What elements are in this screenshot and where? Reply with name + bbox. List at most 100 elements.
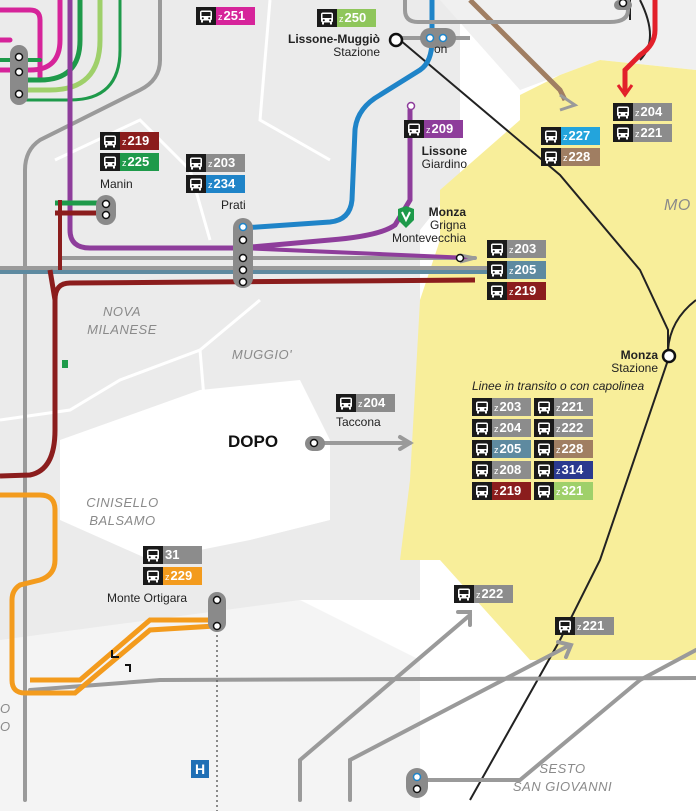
badges-manin: z219 z225 [100, 132, 159, 171]
bus-line-code: z219 [507, 282, 546, 300]
area-label: MILANESE [87, 322, 157, 337]
bus-icon [472, 461, 492, 479]
bus-line-badge[interactable]: z251 [196, 7, 255, 25]
bus-line-badge[interactable]: z228 [541, 148, 600, 166]
bus-line-code: z204 [492, 419, 531, 437]
bus-icon [534, 398, 554, 416]
bus-line-code: z204 [356, 394, 395, 412]
stop-lissone-muggio: Lissone-Muggiò Stazione [270, 33, 380, 59]
bus-icon [472, 482, 492, 500]
line-darkred [0, 277, 476, 479]
bus-line-badge[interactable]: z203 [487, 240, 546, 258]
hospital-icon: H [191, 760, 209, 778]
bus-line-badge[interactable]: 31 [143, 546, 202, 564]
stop-lissone-giardino: Lissone Giardino [405, 145, 467, 171]
bus-line-badge[interactable]: z219 [100, 132, 159, 150]
bus-line-badge[interactable]: z209 [404, 120, 463, 138]
bus-icon [317, 9, 337, 27]
bus-icon [143, 567, 163, 585]
bus-line-badge[interactable]: z204 [613, 103, 672, 121]
grey-zone-lower [0, 600, 420, 811]
bus-line-code: z209 [424, 120, 463, 138]
bus-line-badge[interactable]: z222 [534, 419, 593, 437]
bus-line-badge[interactable]: z227 [541, 127, 600, 145]
bus-line-code: z221 [633, 124, 672, 142]
badges-227-228: z227 z228 [541, 127, 600, 166]
stop-name: Monza [428, 205, 466, 219]
bus-line-badge[interactable]: z250 [317, 9, 376, 27]
bus-line-code: z221 [575, 617, 614, 635]
dopo-label: DOPO [228, 432, 279, 451]
bus-line-badge[interactable]: z205 [487, 261, 546, 279]
bus-line-badge[interactable]: z203 [472, 398, 531, 416]
bus-line-badge[interactable]: z221 [613, 124, 672, 142]
district-boundaries [0, 0, 331, 502]
bus-line-badge[interactable]: z234 [186, 175, 245, 193]
bus-icon [196, 7, 216, 25]
bus-line-badge[interactable]: z225 [100, 153, 159, 171]
bus-line-badge[interactable]: z219 [472, 482, 531, 500]
bus-icon [613, 103, 633, 121]
line-red [622, 0, 658, 92]
bus-line-badge[interactable]: z228 [534, 440, 593, 458]
bus-line-code: z205 [507, 261, 546, 279]
bus-line-code: z225 [120, 153, 159, 171]
stop-name: Monza [620, 348, 658, 362]
area-muggio: MUGGIO' [231, 347, 293, 362]
bus-icon [100, 153, 120, 171]
area-label: O [0, 719, 11, 734]
badges-taccona: z204 [336, 394, 395, 412]
monza-logo-icon [398, 206, 414, 228]
area-label: SESTO [539, 761, 586, 776]
area-sesto-san-giovanni: SESTO SAN GIOVANNI [505, 760, 620, 796]
area-partial-monza: MO [664, 197, 691, 214]
bus-line-code: z251 [216, 7, 255, 25]
bus-line-code: z250 [337, 9, 376, 27]
bus-line-code: z204 [633, 103, 672, 121]
stop-name: Lissone [421, 144, 467, 158]
bus-line-badge[interactable]: z221 [555, 617, 614, 635]
bus-icon [336, 394, 356, 412]
stop-subname: Giardino [421, 157, 467, 171]
bus-line-badge[interactable]: z203 [186, 154, 245, 172]
bus-line-code: z203 [507, 240, 546, 258]
bus-line-badge[interactable]: z219 [487, 282, 546, 300]
bus-line-badge[interactable]: z204 [472, 419, 531, 437]
stop-monza-grigna: Monza Grigna Montevecchia [378, 206, 466, 245]
orange-lines [0, 492, 216, 696]
bus-line-code: z219 [492, 482, 531, 500]
bus-line-code: z222 [554, 419, 593, 437]
area-label: NOVA [102, 304, 142, 319]
line-purple [67, 0, 413, 251]
bus-line-badge[interactable]: z321 [534, 482, 593, 500]
bus-icon [472, 419, 492, 437]
bus-icon [541, 148, 561, 166]
stop-subname: Stazione [333, 45, 380, 59]
stop-partial-top: on [434, 42, 448, 56]
bus-line-badge[interactable]: z229 [143, 567, 202, 585]
yellow-zone [400, 60, 696, 660]
bus-line-badge[interactable]: z204 [336, 394, 395, 412]
area-cinisello-balsamo: CINISELLO BALSAMO [75, 494, 170, 530]
bus-line-badge[interactable]: z205 [472, 440, 531, 458]
station-pills [10, 0, 677, 798]
bus-line-code: 31 [163, 546, 202, 564]
bus-line-code: z229 [163, 567, 202, 585]
bus-line-code: z203 [492, 398, 531, 416]
bus-line-code: z205 [492, 440, 531, 458]
bus-line-badge[interactable]: z222 [454, 585, 513, 603]
stop-taccona: Taccona [336, 415, 381, 429]
bus-icon [472, 398, 492, 416]
badges-251: z251 [196, 7, 255, 25]
bus-icon [555, 617, 575, 635]
area-label: CINISELLO [86, 495, 159, 510]
stop-subname: Stazione [611, 361, 658, 375]
bus-line-badge[interactable]: z221 [534, 398, 593, 416]
bus-line-badge[interactable]: z314 [534, 461, 593, 479]
area-label: SAN GIOVANNI [512, 779, 613, 794]
area-label: O [0, 701, 11, 716]
stop-monza-stazione: Monza Stazione [600, 349, 658, 375]
bus-line-code: z228 [554, 440, 593, 458]
bus-line-badge[interactable]: z208 [472, 461, 531, 479]
bus-icon [534, 482, 554, 500]
